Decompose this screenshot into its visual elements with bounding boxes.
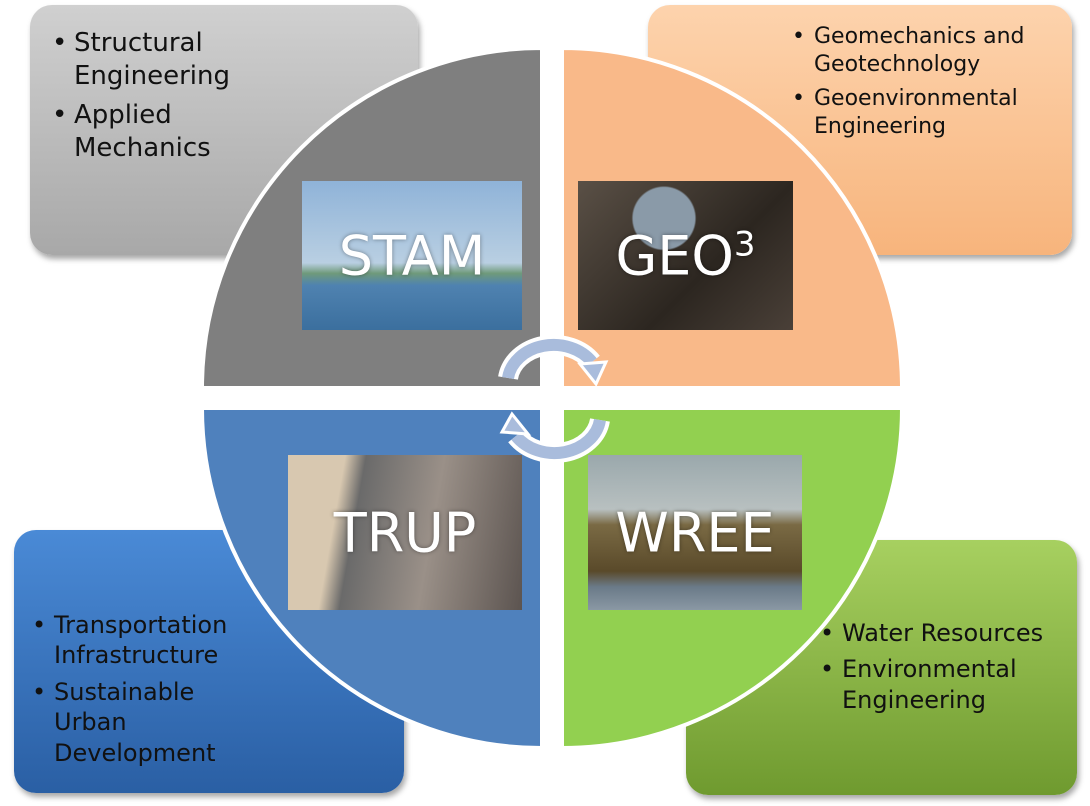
cycle-arrow-bottom-icon: [499, 411, 610, 464]
bullet-item: Structural Engineering: [48, 27, 244, 93]
geo-label-text: GEO: [615, 224, 734, 287]
dam-photo: GEO3: [578, 181, 793, 330]
bullet-item: Transportation Infrastructure: [28, 610, 254, 671]
bullet-item: Geoenvironmental Engineering: [788, 85, 1064, 141]
geo-label-superscript: 3: [733, 224, 756, 264]
bullet-item: Sustainable Urban Development: [28, 677, 224, 768]
swans-photo: WREE: [588, 455, 802, 610]
wree-label: WREE: [615, 501, 775, 564]
bullet-item: Environmental Engineering: [816, 654, 1042, 715]
cycle-arrow-top-icon: [498, 334, 609, 387]
traffic-photo: TRUP: [288, 455, 522, 610]
bullet-item: Geomechanics and Geotechnology: [788, 23, 1064, 79]
trup-label: TRUP: [333, 501, 477, 564]
stam-label: STAM: [338, 224, 486, 287]
geo-label: GEO3: [578, 224, 793, 287]
bullet-item: Water Resources: [816, 618, 1082, 649]
bullet-item: Applied Mechanics: [48, 99, 244, 165]
bridge-photo: STAM: [302, 181, 522, 330]
